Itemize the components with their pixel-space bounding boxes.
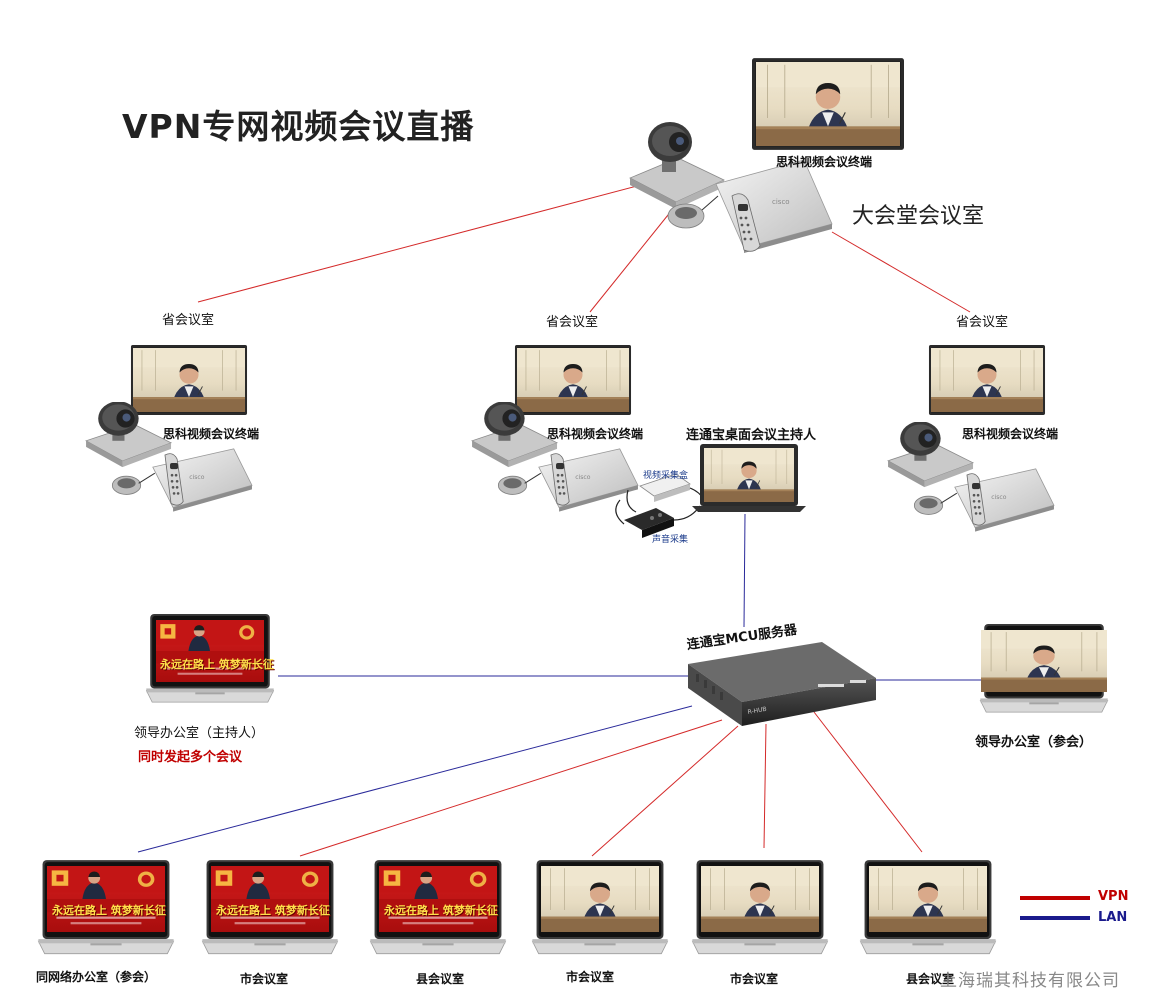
vpn-line xyxy=(197,181,653,303)
province-2-label: 省会议室 xyxy=(546,315,599,330)
province-1-label: 省会议室 xyxy=(162,313,215,328)
province-2-terminal-label: 思科视频会议终端 xyxy=(547,427,644,441)
video-capture-label: 视频采集盒 xyxy=(643,471,689,481)
leader-left-note: 同时发起多个会议 xyxy=(138,750,243,765)
page-title: VPN专网视频会议直播 xyxy=(122,107,475,146)
legend-lan-label: LAN xyxy=(1098,910,1128,925)
bottom-label-4: 市会议室 xyxy=(566,970,615,984)
slogan-text: 永远在路上 筑梦新长征 xyxy=(384,904,498,917)
hall-name: 大会堂会议室 xyxy=(852,204,985,229)
host-label: 连通宝桌面会议主持人 xyxy=(686,428,817,443)
audio-capture-label: 声音采集 xyxy=(652,535,689,545)
vpn-line xyxy=(589,209,673,313)
connection-lines xyxy=(137,181,982,857)
hall-terminal-kit: cisco xyxy=(629,122,833,253)
bottom-label-3: 县会议室 xyxy=(416,972,465,986)
leader-right-label: 领导办公室（参会） xyxy=(975,735,1093,750)
bottom-label-6: 县会议室 xyxy=(906,972,955,986)
slogan-text: 永远在路上 筑梦新长征 xyxy=(160,658,274,671)
province-1-monitor xyxy=(130,345,248,415)
leader-left-label: 领导办公室（主持人） xyxy=(134,726,265,741)
audio-capture-box xyxy=(615,499,701,538)
vpn-line xyxy=(299,719,723,857)
lan-line xyxy=(137,705,693,853)
slogan-text: 永远在路上 筑梦新长征 xyxy=(216,904,330,917)
bottom-laptop-6 xyxy=(859,859,997,955)
bottom-laptop-4 xyxy=(531,859,669,955)
svg-text:R-HUB: R-HUB xyxy=(747,706,767,716)
vpn-line xyxy=(763,723,767,849)
slogan-text: 永远在路上 筑梦新长征 xyxy=(52,904,166,917)
svg-text:cisco: cisco xyxy=(772,198,790,206)
bottom-label-1: 同网络办公室（参会） xyxy=(36,970,157,984)
province-1-terminal-label: 思科视频会议终端 xyxy=(163,427,260,441)
vpn-line xyxy=(813,711,923,853)
hall-terminal-label: 思科视频会议终端 xyxy=(776,155,873,169)
vpn-line xyxy=(591,725,739,857)
province-2-terminal-kit xyxy=(471,402,639,513)
vpn-line xyxy=(831,231,971,313)
province-2-monitor xyxy=(514,345,632,415)
bottom-label-2: 市会议室 xyxy=(240,972,289,986)
mcu-server: R-HUB xyxy=(688,642,876,726)
province-3-label: 省会议室 xyxy=(956,315,1009,330)
hall-monitor xyxy=(752,58,904,150)
watermark: 上海瑞其科技有限公司 xyxy=(940,971,1120,991)
legend-vpn-label: VPN xyxy=(1098,889,1129,904)
lan-line xyxy=(743,513,746,628)
province-1-terminal-kit xyxy=(85,402,253,513)
province-3-terminal-label: 思科视频会议终端 xyxy=(962,427,1059,441)
host-laptop xyxy=(692,444,806,512)
leader-right-laptop xyxy=(979,623,1109,713)
bottom-label-5: 市会议室 xyxy=(730,972,779,986)
province-3-monitor xyxy=(928,345,1046,415)
bottom-laptop-5 xyxy=(691,859,829,955)
